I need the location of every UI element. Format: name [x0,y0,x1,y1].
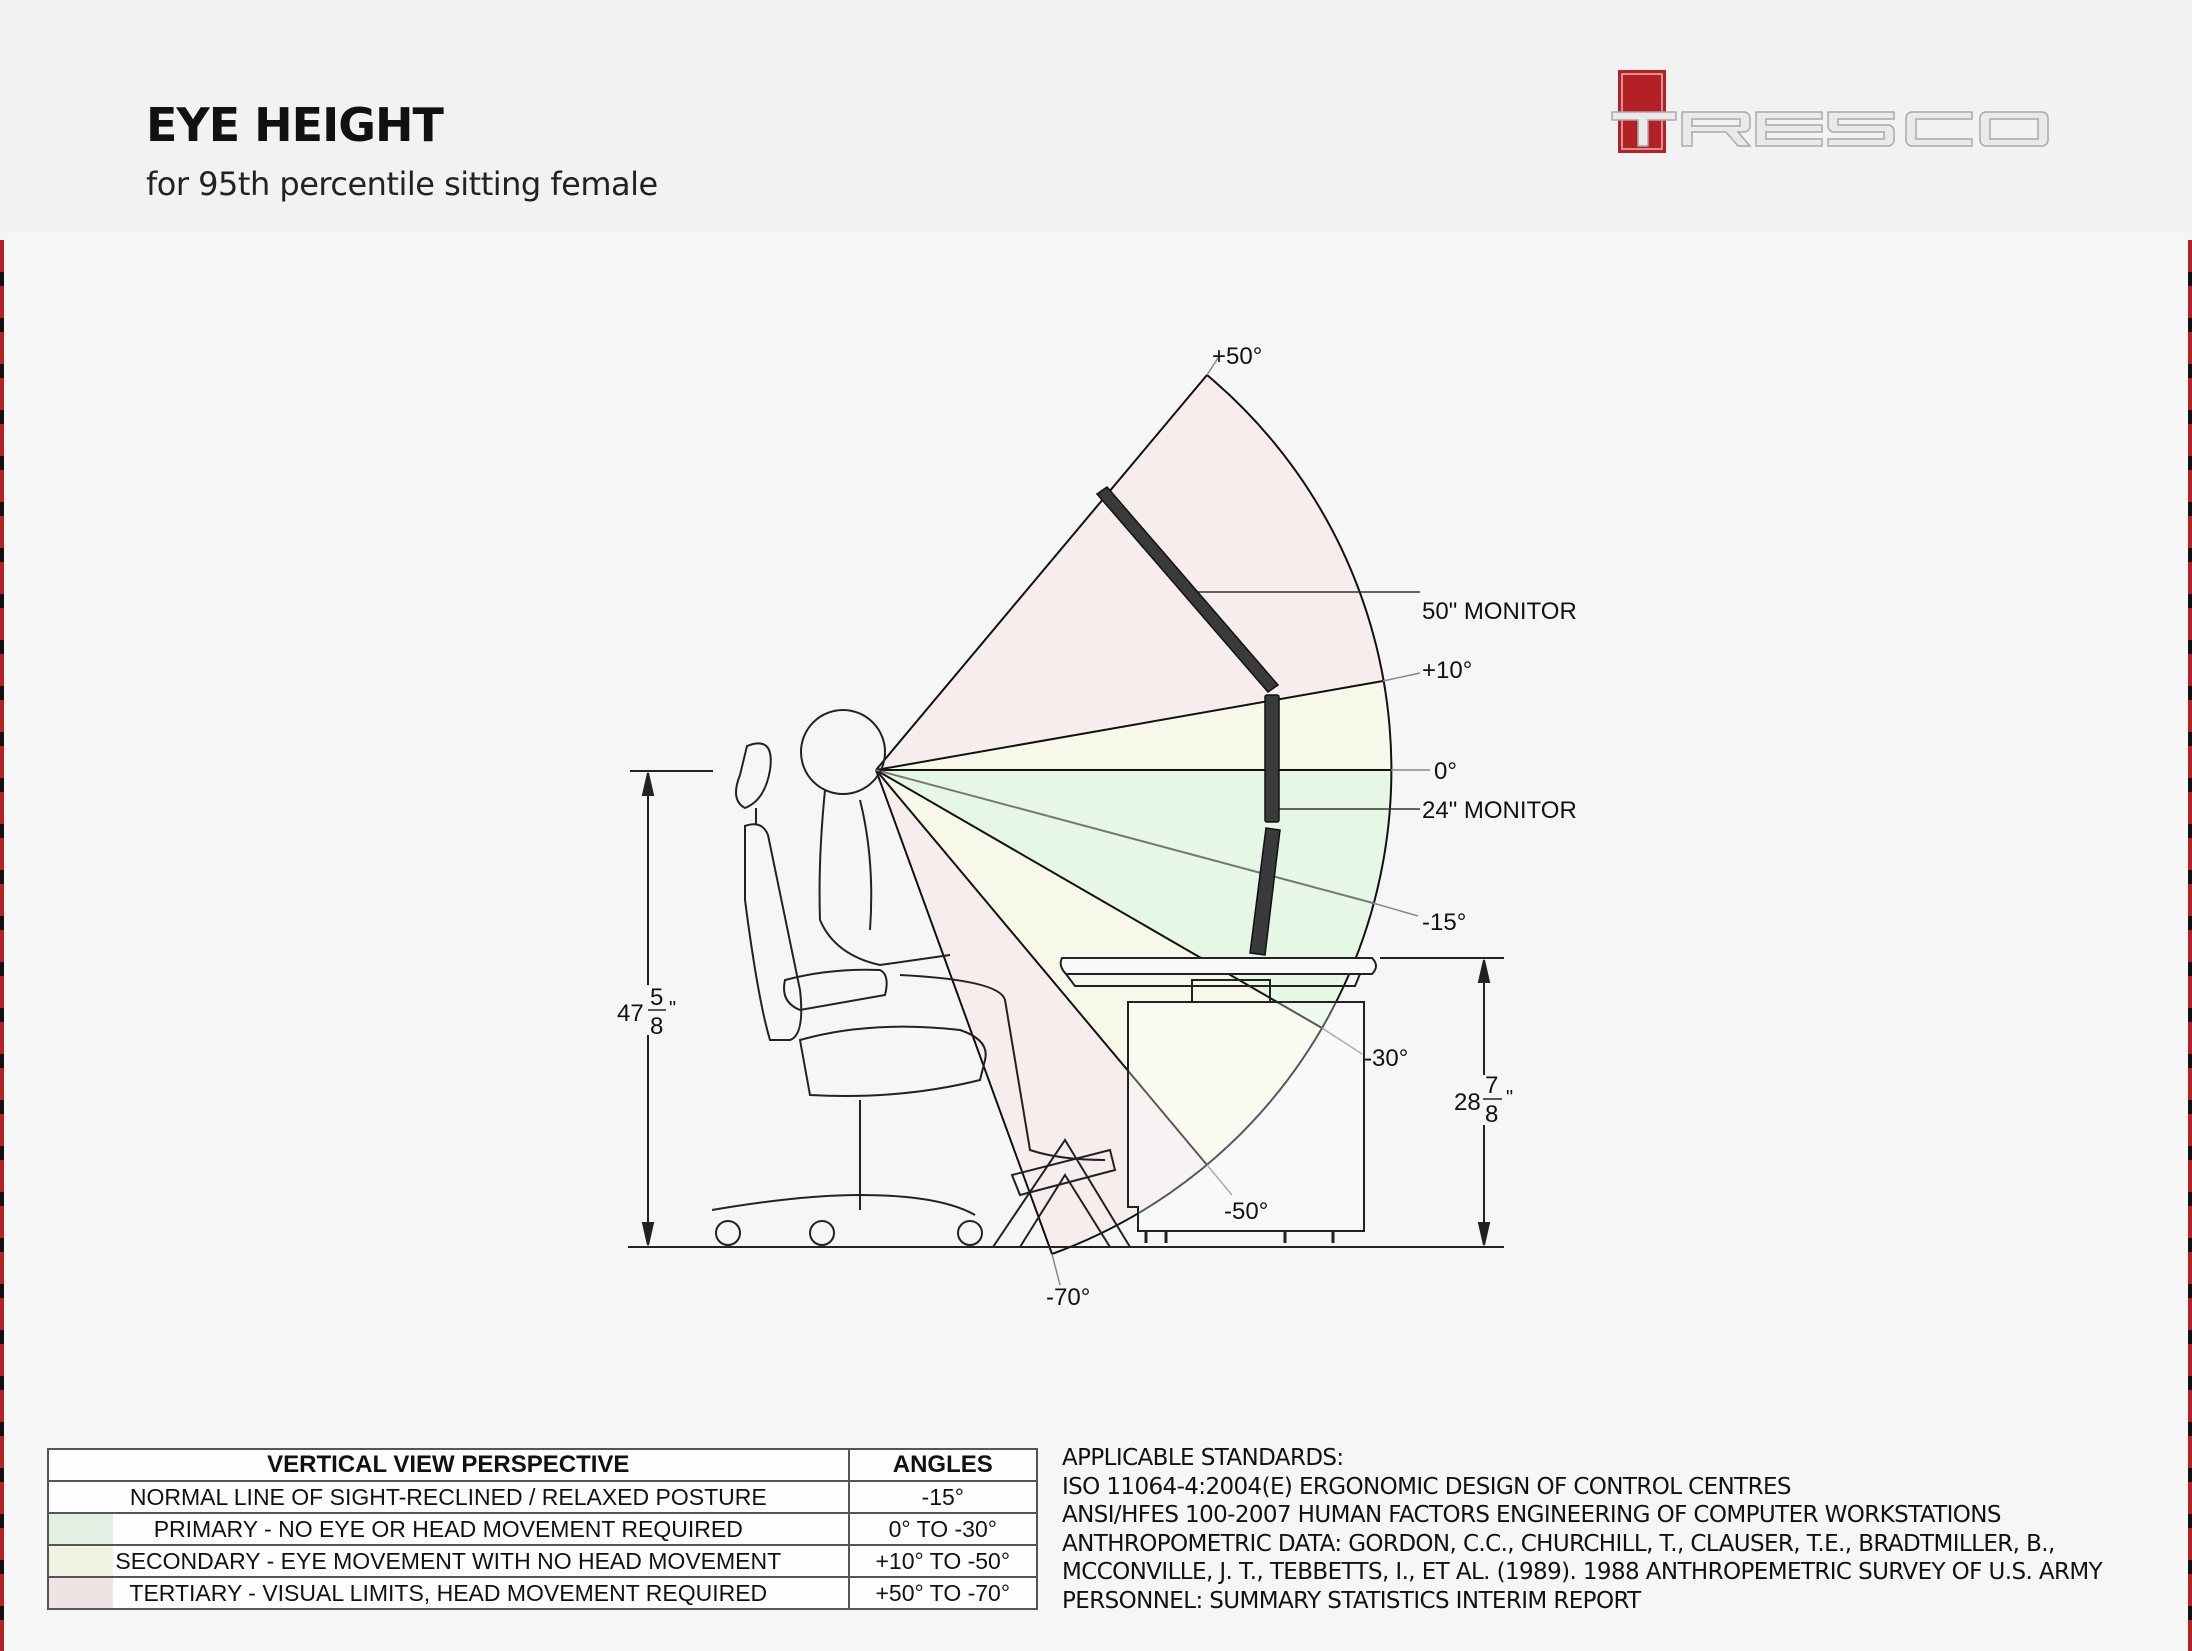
callout-24-inch-monitor: 24" MONITOR [1422,797,1577,824]
row-label-text: NORMAL LINE OF SIGHT-RECLINED / RELAXED … [129,1484,767,1510]
standards-line: PERSONNEL: SUMMARY STATISTICS INTERIM RE… [1062,1587,1641,1614]
row-label: SECONDARY - EYE MOVEMENT WITH NO HEAD MO… [47,1544,850,1578]
page-title: EYE HEIGHT [146,98,444,152]
row-angles: 0° TO -30° [847,1512,1039,1546]
row-label-text: TERTIARY - VISUAL LIMITS, HEAD MOVEMENT … [129,1580,768,1606]
eye-height-dimension [630,770,713,1246]
primary-color-swatch [49,1514,113,1544]
row-angles: +50° TO -70° [847,1576,1039,1610]
angle-label-minus50: -50° [1224,1198,1268,1225]
angle-label-minus15: -15° [1422,909,1466,936]
standards-line: ANTHROPOMETRIC DATA: GORDON, C.C., CHURC… [1062,1530,2055,1557]
angle-label-0: 0° [1434,758,1457,785]
row-angles: +10° TO -50° [847,1544,1039,1578]
row-label-text: PRIMARY - NO EYE OR HEAD MOVEMENT REQUIR… [153,1516,743,1542]
standards-line: ANSI/HFES 100-2007 HUMAN FACTORS ENGINEE… [1062,1502,2001,1528]
desk-height-numerator: 7 [1485,1072,1498,1099]
table-row: SECONDARY - EYE MOVEMENT WITH NO HEAD MO… [47,1544,1039,1578]
eye-height-denominator: 8 [650,1013,663,1040]
angle-label-minus70: -70° [1046,1284,1090,1311]
desk-height-whole: 28 [1454,1089,1481,1116]
callout-50-inch-monitor: 50" MONITOR [1422,598,1577,625]
applicable-standards: APPLICABLE STANDARDS: ISO 11064-4:2004(E… [1062,1444,2182,1615]
column-header-perspective: VERTICAL VIEW PERSPECTIVE [47,1448,850,1482]
standards-heading: APPLICABLE STANDARDS: [1062,1445,1344,1471]
eye-height-numerator: 5 [650,984,663,1011]
angle-label-plus50: +50° [1212,343,1262,370]
row-label: NORMAL LINE OF SIGHT-RECLINED / RELAXED … [47,1480,850,1514]
column-header-angles: ANGLES [847,1448,1039,1482]
page-subtitle: for 95th percentile sitting female [146,165,658,203]
desk-height-denominator: 8 [1485,1101,1498,1128]
table-row: PRIMARY - NO EYE OR HEAD MOVEMENT REQUIR… [47,1512,1039,1546]
tresco-logo [1611,70,2049,153]
secondary-color-swatch [49,1546,113,1576]
right-edge-stripe [2188,240,2192,1651]
table-row: TERTIARY - VISUAL LIMITS, HEAD MOVEMENT … [47,1576,1039,1610]
desk [1059,957,1377,1243]
row-angles: -15° [847,1480,1039,1514]
header-band: EYE HEIGHT for 95th percentile sitting f… [0,0,2192,233]
monitor-50-inch [1095,485,1280,694]
left-edge-stripe [0,240,4,1651]
desk-height-dimension [1380,957,1504,1246]
tertiary-color-swatch [49,1578,113,1608]
row-label: TERTIARY - VISUAL LIMITS, HEAD MOVEMENT … [47,1576,850,1610]
angle-label-plus10: +10° [1422,657,1472,684]
vertical-view-perspective-table: VERTICAL VIEW PERSPECTIVE ANGLES NORMAL … [47,1448,1039,1610]
eye-height-whole: 47 [617,1000,644,1027]
desk-height-inch-mark: " [1506,1087,1513,1109]
chair-and-seated-figure [711,709,1131,1248]
row-label: PRIMARY - NO EYE OR HEAD MOVEMENT REQUIR… [47,1512,850,1546]
monitor-24-inch [1249,694,1281,956]
angle-label-minus30: -30° [1364,1045,1408,1072]
standards-line: ISO 11064-4:2004(E) ERGONOMIC DESIGN OF … [1062,1473,1792,1500]
table-row: NORMAL LINE OF SIGHT-RECLINED / RELAXED … [47,1480,1039,1514]
table-header-row: VERTICAL VIEW PERSPECTIVE ANGLES [47,1448,1039,1482]
eye-height-inch-mark: " [669,998,676,1020]
row-label-text: SECONDARY - EYE MOVEMENT WITH NO HEAD MO… [115,1548,782,1574]
standards-line: MCCONVILLE, J. T., TEBBETTS, I., ET AL. … [1062,1559,2103,1585]
